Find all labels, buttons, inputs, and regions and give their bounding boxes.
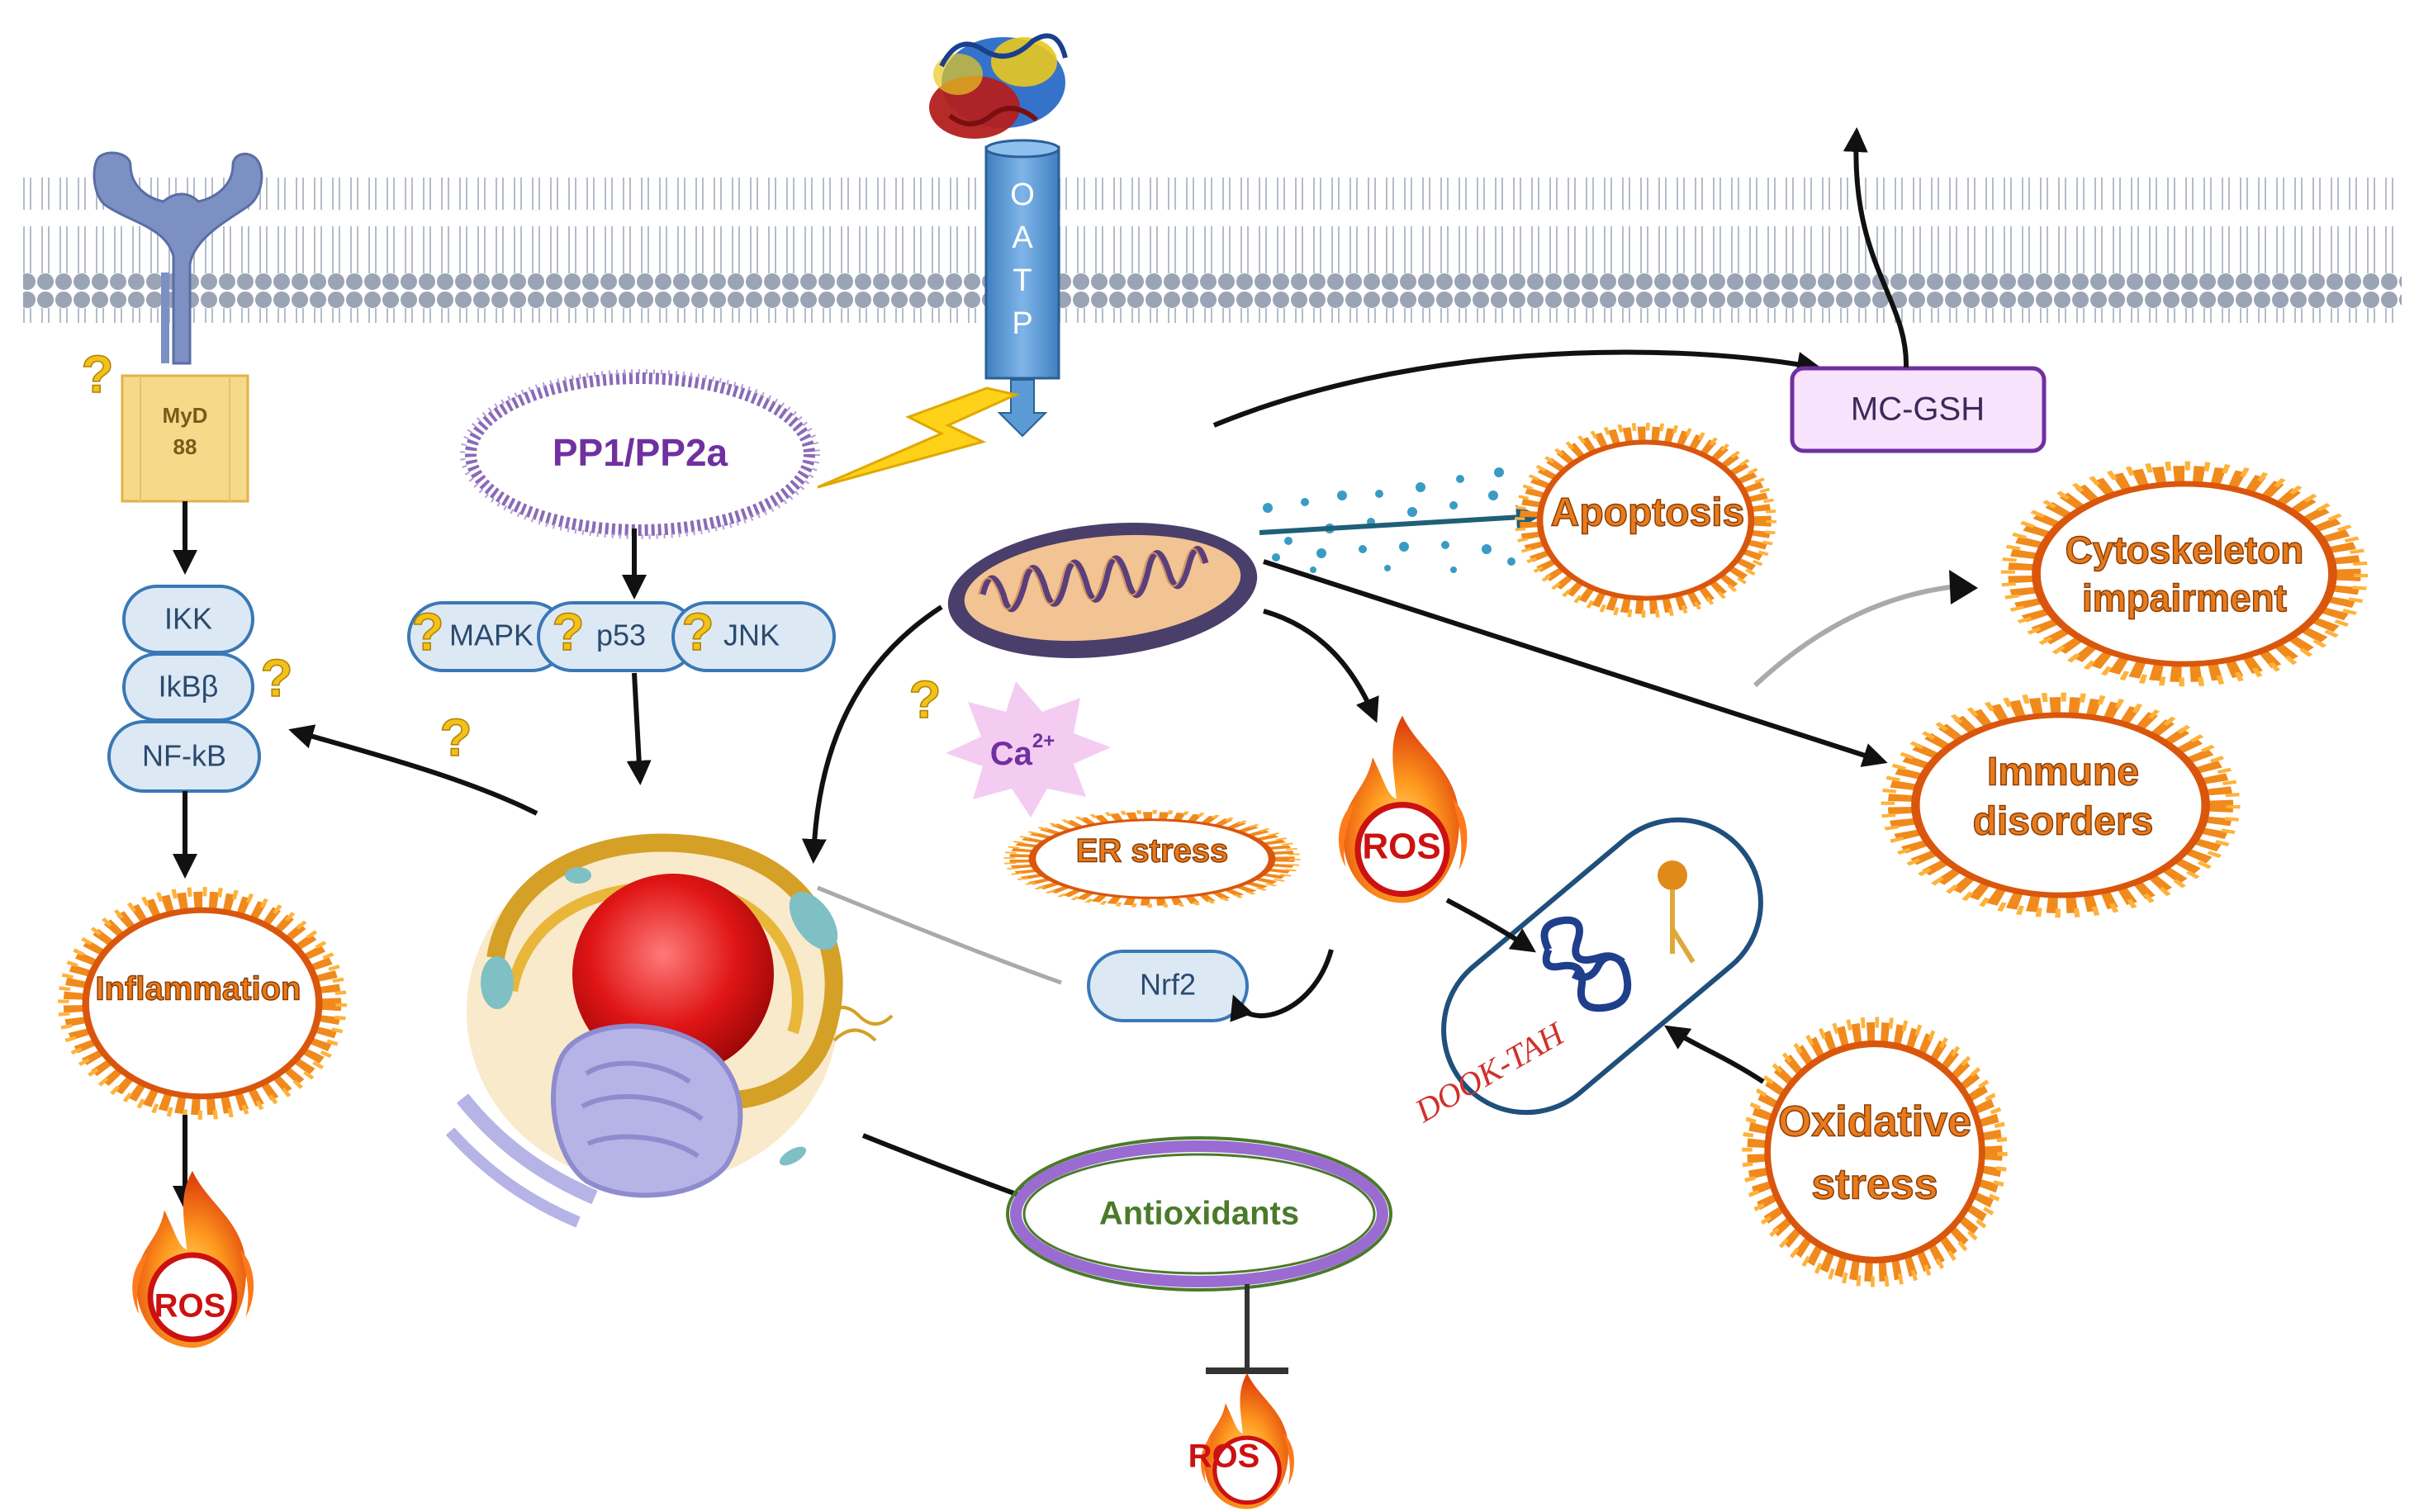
oatp-letter-t: T — [1013, 263, 1032, 298]
nfkb-label: NF-kB — [142, 739, 226, 773]
apoptosis-label: Apoptosis — [1551, 491, 1745, 535]
ros-bottom-label: ROS — [1188, 1439, 1260, 1475]
nfkb-pathway: IKK IkBβ NF-kB — [107, 585, 261, 793]
er-stress-fire-ring: ER stress — [1009, 812, 1294, 905]
oxidative-label-line1: Oxidative — [1778, 1098, 1971, 1146]
arrow-mito-nucleus — [801, 604, 943, 864]
immune-fire-ring: Immune disorders — [1888, 697, 2233, 913]
arrow-to-nrf2 — [1230, 949, 1334, 1022]
ros-flame-center: ROS — [1339, 716, 1467, 903]
antioxidants-label: Antioxidants — [1099, 1196, 1299, 1232]
arrow-to-mcgsh — [1212, 349, 1822, 428]
arrow-mcgsh-out — [1843, 127, 1909, 368]
oatp-letter-a: A — [1012, 220, 1033, 255]
nrf2-pill: Nrf2 — [1087, 950, 1249, 1022]
ros-flame-left: ROS — [132, 1171, 254, 1348]
oxidative-stress-fire-ring: Oxidative stress — [1747, 1022, 2002, 1282]
ros-flame-bottom: ROS — [1188, 1373, 1294, 1510]
p53-label: p53 — [596, 619, 646, 652]
inflammation-fire-ring: Inflammation — [64, 892, 341, 1116]
apoptosis-fire-ring: Apoptosis — [1520, 427, 1772, 614]
mc-gsh-label: MC-GSH — [1851, 391, 1985, 428]
line-to-cytoskeleton — [1753, 584, 1958, 688]
mitochondrion-icon — [947, 523, 1258, 658]
immune-label-line1: Immune — [1987, 751, 2139, 794]
arrow-nucleus-antioxidants — [861, 1133, 1041, 1206]
lightning-icon — [817, 386, 1020, 489]
question-icon: ? — [439, 708, 472, 767]
myd88-label-line2: 88 — [173, 434, 197, 459]
arrow-nucleus-nfkb — [288, 724, 538, 816]
mc-gsh-box: MC-GSH — [1790, 366, 2047, 453]
myd88-label-line1: MyD — [163, 403, 208, 428]
protein-structure-icon — [929, 33, 1068, 139]
flame-icon — [1339, 716, 1467, 903]
arrow-mito-ros — [1263, 609, 1379, 723]
kinase-pills: MAPK p53 JNK ? ? ? — [407, 601, 836, 672]
inflammation-label: Inflammation — [96, 971, 301, 1007]
pp1-pp2a-ring: PP1/PP2a — [460, 369, 820, 539]
antioxidants-ellipse: Antioxidants — [1006, 1136, 1392, 1292]
nrf2-label: Nrf2 — [1140, 968, 1196, 1002]
question-icon: ? — [908, 670, 941, 729]
jnk-label: JNK — [723, 619, 780, 652]
ikbb-label: IkBβ — [159, 670, 219, 704]
calcium-label: Ca2+ — [990, 730, 1055, 771]
question-icon: ? — [81, 344, 113, 404]
immune-label-line2: disorders — [1973, 800, 2154, 844]
myd88-box: MyD 88 — [121, 374, 249, 503]
nucleus-cell-icon — [445, 833, 894, 1228]
question-icon: ? — [681, 602, 714, 661]
arrow-oxidative-bacterium — [1664, 1025, 1765, 1084]
oatp-transporter: O A T P — [984, 139, 1060, 438]
oxidative-label-line2: stress — [1811, 1161, 1938, 1209]
cytoskeleton-fire-ring: Cytoskeleton impairment — [2008, 466, 2360, 682]
cytoskeleton-label-line1: Cytoskeleton — [2066, 528, 2304, 571]
line-nucleus-nrf2 — [817, 885, 1062, 985]
ros-center-label: ROS — [1362, 827, 1440, 867]
receptor-icon — [92, 151, 263, 365]
mapk-label: MAPK — [449, 619, 534, 652]
calcium-star: Ca2+ — [946, 681, 1111, 818]
arrow-mito-apoptosis — [1259, 505, 1541, 535]
arrowhead-cytoskeleton — [1949, 570, 1978, 604]
question-icon: ? — [552, 602, 584, 661]
arrow-mito-immune — [1263, 559, 1888, 767]
cell-membrane — [23, 178, 2402, 323]
arrow-ros-bacterium — [1445, 898, 1536, 953]
question-icon: ? — [411, 602, 443, 661]
cytoskeleton-label-line2: impairment — [2082, 576, 2287, 619]
ikk-label: IKK — [164, 602, 212, 636]
pp1-pp2a-label: PP1/PP2a — [553, 431, 728, 474]
question-icon: ? — [260, 648, 292, 708]
oatp-letter-o: O — [1010, 178, 1035, 212]
arrow-kinases-nucleus — [626, 672, 652, 785]
oatp-letter-p: P — [1012, 306, 1032, 341]
ros-left-label: ROS — [154, 1288, 226, 1325]
er-stress-label: ER stress — [1076, 833, 1229, 870]
